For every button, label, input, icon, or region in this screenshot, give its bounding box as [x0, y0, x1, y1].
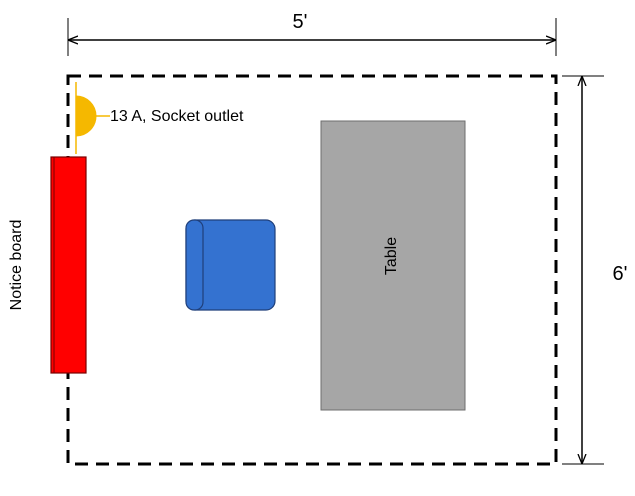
socket-outlet-label: 13 A, Socket outlet	[110, 108, 244, 125]
room-outline	[66, 74, 558, 466]
notice-board-shape	[50, 156, 87, 374]
table: Table	[320, 120, 466, 411]
chair-backrest	[185, 219, 204, 311]
socket-outlet: 13 A, Socket outlet	[75, 82, 244, 154]
height-dimension: 6'	[562, 75, 628, 465]
notice-board: Notice board	[8, 156, 87, 374]
height-dimension-label: 6'	[613, 263, 628, 285]
width-dimension-label: 5'	[293, 11, 308, 33]
notice-board-label: Notice board	[8, 220, 25, 311]
chair	[185, 219, 276, 311]
width-dimension: 5'	[67, 11, 557, 56]
table-shape	[320, 120, 466, 411]
table-label: Table	[383, 237, 400, 275]
